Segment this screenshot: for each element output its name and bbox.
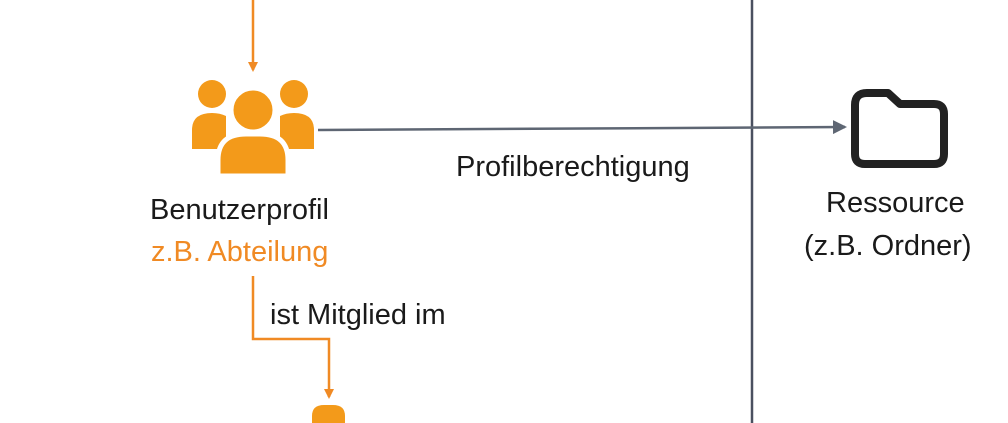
resource-example-label: (z.B. Ordner) — [804, 230, 972, 262]
membership-label: ist Mitglied im — [270, 299, 446, 331]
user-group-icon — [192, 80, 314, 179]
user-icon — [312, 405, 345, 423]
profile-name-label: Benutzerprofil — [150, 194, 329, 226]
resource-name-label: Ressource — [826, 187, 965, 219]
permission-label: Profilberechtigung — [456, 151, 690, 183]
permission-arrow — [317, 120, 847, 135]
profile-example-label: z.B. Abteilung — [151, 236, 329, 268]
membership-arrow — [251, 276, 334, 399]
folder-icon — [851, 89, 948, 168]
